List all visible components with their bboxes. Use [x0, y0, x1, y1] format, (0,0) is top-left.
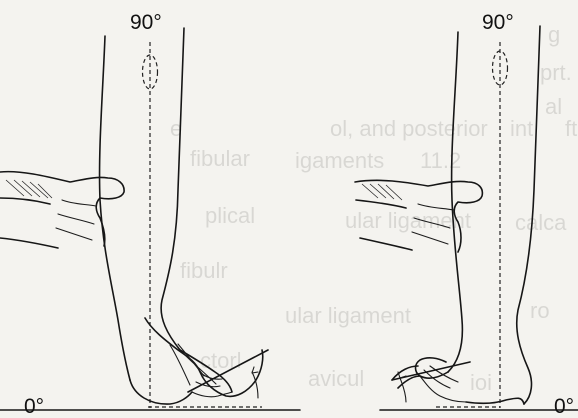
left-panel — [0, 28, 300, 410]
heel-outline — [466, 398, 524, 404]
arm-shading — [362, 184, 402, 200]
leg-back-outline — [517, 26, 540, 404]
toes-outline — [192, 374, 232, 397]
examiner-upper-hand — [0, 172, 124, 246]
right-panel — [355, 26, 578, 410]
heel-outline — [130, 380, 192, 404]
examiner-upper-fingers — [56, 200, 96, 240]
right-top-angle-label: 90° — [482, 12, 514, 33]
examiner-forearm — [0, 198, 58, 248]
right-bottom-angle-label: 0° — [554, 396, 574, 417]
examiner-upper-fingers — [412, 204, 454, 244]
left-bottom-angle-label: 0° — [24, 396, 44, 417]
leg-front-outline — [100, 36, 130, 380]
leg-back-outline — [161, 28, 184, 350]
examiner-forearm — [356, 200, 412, 250]
arm-shading — [6, 180, 52, 198]
left-top-angle-label: 90° — [130, 12, 162, 33]
